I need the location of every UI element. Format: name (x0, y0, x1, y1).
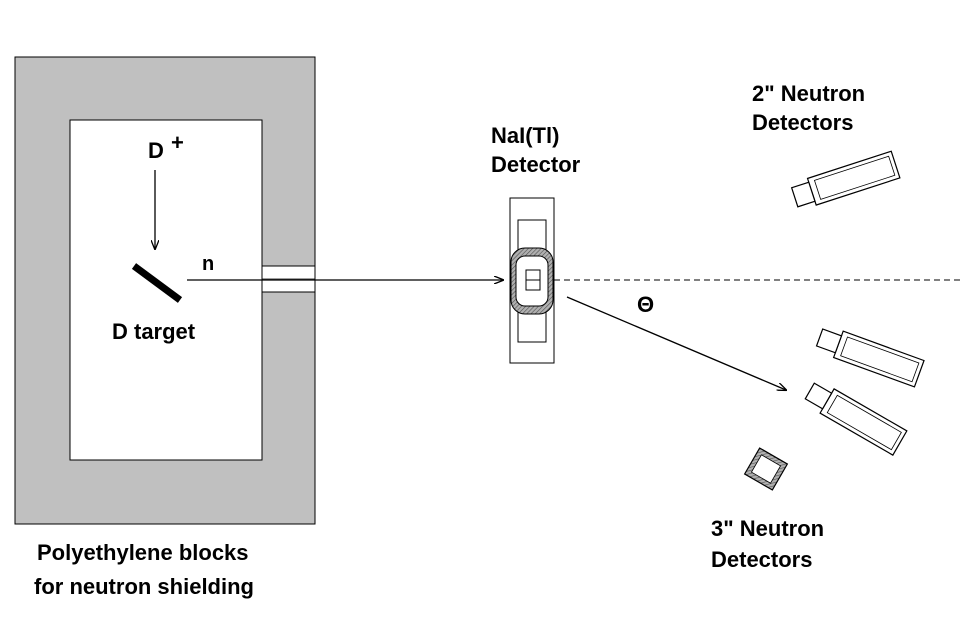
d-target (131, 263, 183, 303)
det3-label-line2: Detectors (711, 547, 812, 572)
neutron-label: n (202, 253, 214, 275)
target-label: D target (112, 319, 196, 344)
neutron-detector-3in-small (743, 447, 789, 491)
polyethylene-shield (14, 56, 316, 525)
deuteron-charge: + (171, 130, 184, 155)
det2-label-line2: Detectors (752, 110, 853, 135)
neutron-detector-3in-lower (804, 382, 908, 456)
shield-label-line2: for neutron shielding (34, 574, 254, 599)
shield-label-line1: Polyethylene blocks (37, 540, 249, 565)
deuteron-label: D (148, 138, 164, 163)
det2-label-line1: 2" Neutron (752, 81, 865, 106)
det3-label-line1: 3" Neutron (711, 516, 824, 541)
theta-label: Θ (637, 292, 654, 317)
nai-label-line1: NaI(Tl) (491, 123, 559, 148)
scattered-neutron-arrow (566, 296, 786, 390)
nai-label-line2: Detector (491, 152, 581, 177)
nai-detector (509, 197, 555, 364)
neutron-detector-2in (790, 150, 901, 208)
neutron-detector-3in-upper (815, 328, 925, 388)
